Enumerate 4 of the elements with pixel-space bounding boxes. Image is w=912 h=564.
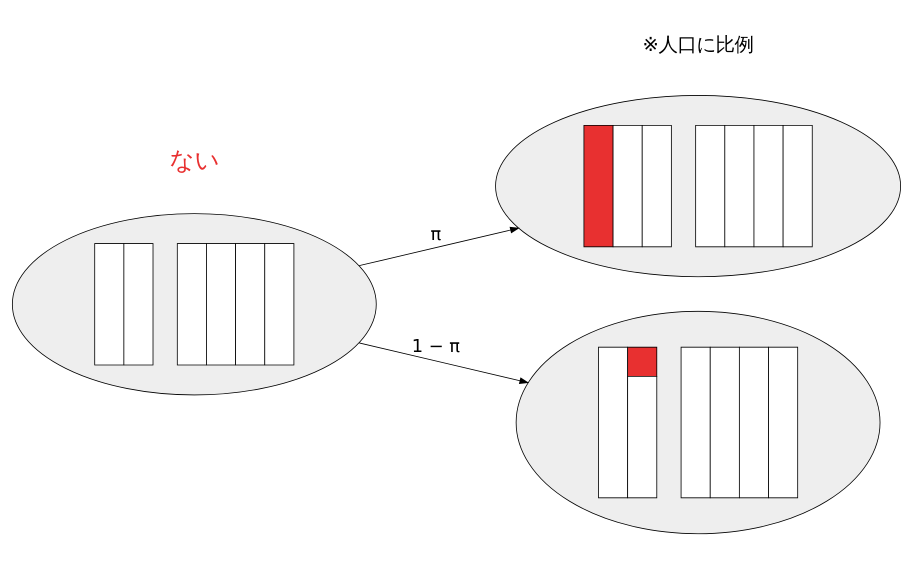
edge-label: π: [430, 224, 441, 244]
edge-label: 1 − π: [411, 335, 460, 356]
label: ない: [168, 145, 219, 174]
label: ※人口に比例: [642, 32, 754, 56]
